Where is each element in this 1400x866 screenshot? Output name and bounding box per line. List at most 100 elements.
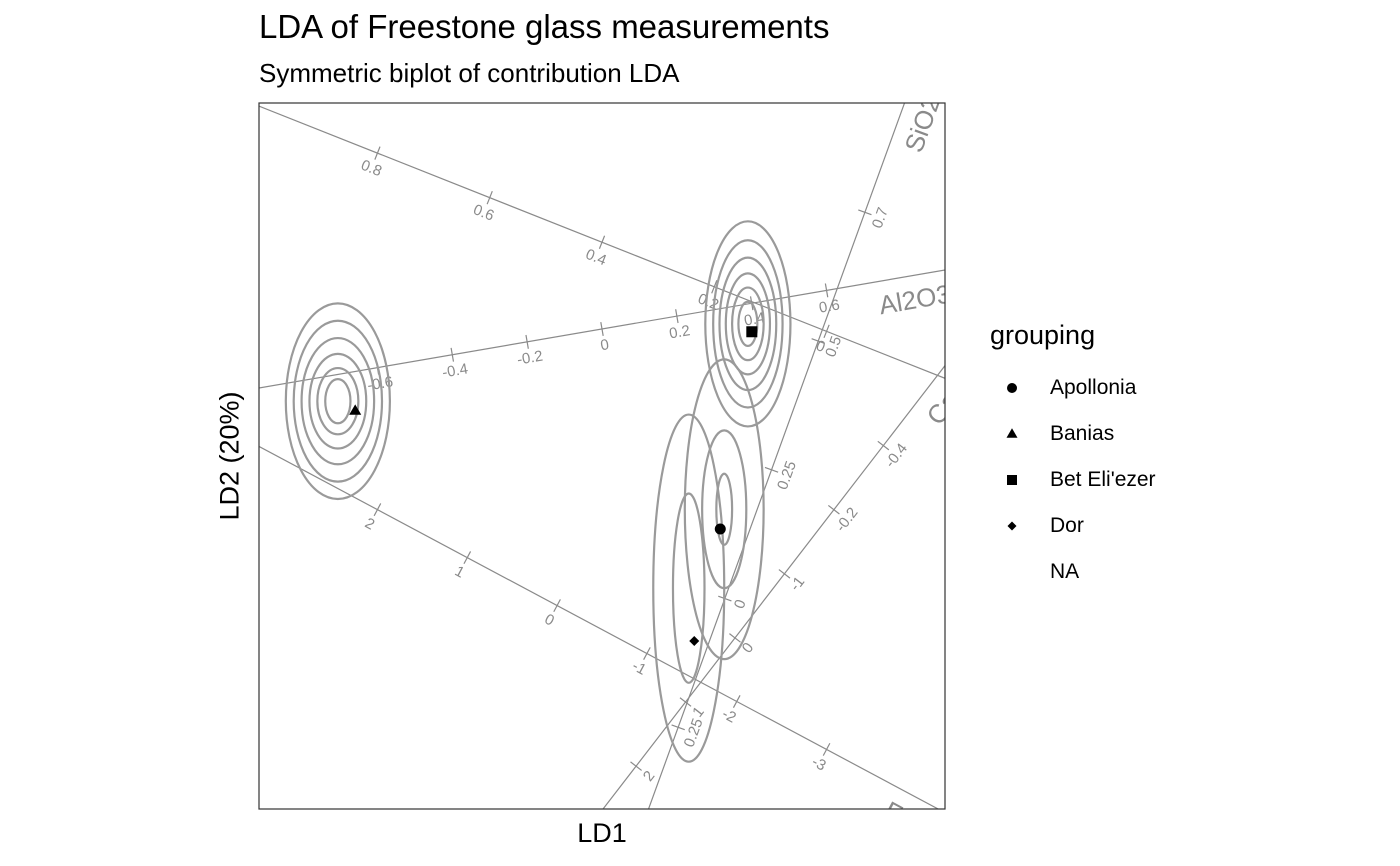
point-banias <box>349 404 362 415</box>
density-contour-bet-eli-ezer <box>704 220 792 428</box>
legend-item-dor: Dor <box>990 503 1156 549</box>
axis-tick-fe <box>732 695 741 708</box>
axis-tick-al2o3 <box>600 321 604 336</box>
axis-tick-label-sio2: 0 <box>731 597 750 611</box>
legend-label: NA <box>1050 560 1080 583</box>
chart-title: LDA of Freestone glass measurements <box>259 8 830 45</box>
density-contour-banias <box>300 336 376 466</box>
axis-tick-label-al2o3: 0.2 <box>668 322 691 342</box>
legend-symbol-banias <box>1006 428 1018 438</box>
axis-tick-label-unlabeled-4: 0.8 <box>359 157 385 180</box>
legend-item-apollonia: Apollonia <box>990 365 1156 411</box>
legend-item-bet-eli-ezer: Bet Eli'ezer <box>990 457 1156 503</box>
axis-tick-unlabeled-4 <box>486 190 493 205</box>
axis-tick-label-cao: -0.4 <box>882 440 911 471</box>
density-contour-banias <box>316 366 360 436</box>
density-contour-apollonia <box>683 358 765 661</box>
axis-tick-cao <box>679 697 692 707</box>
axis-tick-al2o3 <box>675 309 679 324</box>
biplot-axis-fe <box>259 445 940 809</box>
axis-tick-unlabeled-4 <box>598 235 606 249</box>
legend-symbol-dor <box>1007 521 1017 531</box>
density-contour-banias <box>308 352 368 450</box>
density-contour-dor <box>652 413 726 763</box>
axis-tick-label-al2o3: -0.4 <box>441 360 469 381</box>
legend-label: Apollonia <box>1050 376 1137 399</box>
density-contour-banias <box>292 319 384 483</box>
point-apollonia <box>714 523 726 535</box>
axis-tick-fe <box>553 599 561 613</box>
axis-name-cao: CaO <box>920 370 976 431</box>
axis-tick-label-fe: 2 <box>362 515 377 534</box>
y-axis-label: LD2 (20%) <box>214 391 245 521</box>
axis-tick-label-fe: -2 <box>719 705 739 726</box>
axis-tick-label-sio2: 0.25 <box>681 716 707 749</box>
axis-tick-unlabeled-4 <box>374 146 381 160</box>
density-contour-bet-eli-ezer <box>724 272 772 376</box>
legend-title: grouping <box>990 320 1096 350</box>
axis-tick-label-sio2: 0.7 <box>869 205 892 230</box>
axis-tick-al2o3 <box>450 347 455 362</box>
legend-key <box>990 365 1034 411</box>
axis-tick-label-al2o3: 0 <box>599 336 610 354</box>
point-bet-eli-ezer <box>746 326 758 338</box>
axis-tick-label-al2o3: 0.4 <box>743 309 766 329</box>
legend-label: Dor <box>1050 514 1084 537</box>
axis-tick-cao <box>729 633 741 643</box>
legend-key <box>990 549 1034 595</box>
axis-tick-cao <box>827 504 840 515</box>
axis-tick-label-unlabeled-4: 0.2 <box>695 290 721 313</box>
axis-tick-label-cao: -0.2 <box>832 504 861 535</box>
axis-tick-cao <box>877 440 890 451</box>
axis-tick-al2o3 <box>824 283 829 298</box>
legend-key <box>990 411 1034 457</box>
legend-symbol-apollonia <box>1007 383 1017 393</box>
axis-tick-cao <box>630 761 642 771</box>
axis-tick-label-sio2: 0.5 <box>822 334 845 359</box>
x-axis-label: LD1 <box>577 818 627 848</box>
legend-label: Banias <box>1050 422 1115 445</box>
biplot-axis-sio2 <box>647 103 906 809</box>
axis-tick-sio2 <box>671 724 685 731</box>
legend-item-na: NA <box>990 549 1156 595</box>
axis-tick-label-fe: -1 <box>629 657 649 678</box>
axis-tick-cao <box>778 569 791 579</box>
axis-tick-unlabeled-4 <box>823 324 830 339</box>
density-contour-bet-eli-ezer <box>712 239 784 409</box>
density-contour-bet-eli-ezer <box>737 300 759 348</box>
density-contour-bet-eli-ezer <box>731 286 765 362</box>
axis-tick-sio2 <box>764 466 779 473</box>
axis-tick-label-sio2: 0.25 <box>774 459 800 492</box>
panel-border <box>258 102 946 810</box>
axis-tick-label-al2o3: 0.6 <box>818 296 841 316</box>
axis-tick-label-fe: 1 <box>452 563 467 582</box>
legend-key <box>990 457 1034 503</box>
axis-tick-label-cao: -1 <box>787 573 809 594</box>
axis-tick-label-unlabeled-4: 0.6 <box>471 201 497 224</box>
axis-tick-label-cao: 2 <box>640 768 659 785</box>
axis-tick-fe <box>643 647 651 660</box>
density-contour-dor <box>671 492 706 684</box>
axis-tick-label-fe: -3 <box>809 753 829 774</box>
axis-name-al2o3: Al2O3 <box>877 279 953 321</box>
axis-tick-fe <box>463 551 472 565</box>
chart-subtitle: Symmetric biplot of contribution LDA <box>259 58 680 88</box>
biplot-axis-cao <box>602 364 945 809</box>
legend-label: Bet Eli'ezer <box>1050 468 1156 491</box>
legend-item-banias: Banias <box>990 411 1156 457</box>
legend-symbol-bet-eli-ezer <box>1007 475 1017 485</box>
axis-name-sio2: SiO2 <box>898 92 946 157</box>
density-contour-banias <box>284 302 391 501</box>
axis-tick-al2o3 <box>525 334 529 349</box>
axis-tick-fe <box>822 742 831 756</box>
axis-tick-sio2 <box>811 338 825 345</box>
axis-tick-label-al2o3: -0.2 <box>516 348 544 369</box>
point-dor <box>689 635 700 646</box>
axis-tick-fe <box>373 503 382 517</box>
axis-tick-label-unlabeled-4: 0.4 <box>583 246 609 269</box>
axis-tick-label-fe: 0 <box>542 611 557 630</box>
legend-key <box>990 503 1034 549</box>
